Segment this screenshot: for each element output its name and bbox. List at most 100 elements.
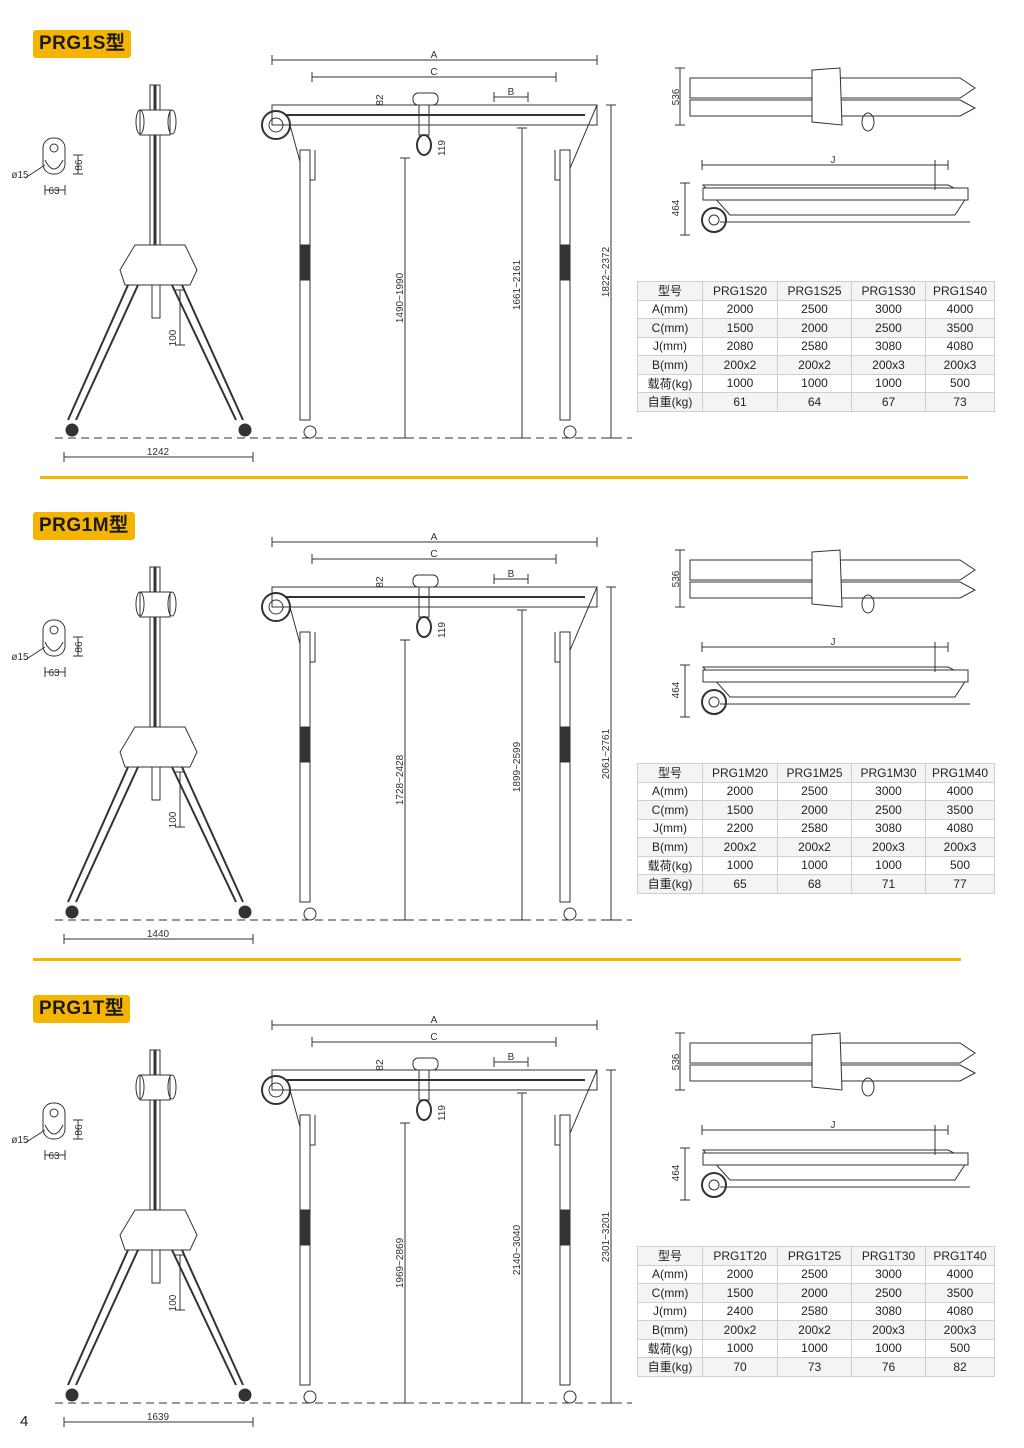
dimension-label: 119 [437,622,448,638]
table-cell: 2080 [702,336,778,356]
table-cell: 自重(kg) [637,392,703,412]
table-cell: 200x3 [851,837,926,857]
table-cell: 200x3 [925,1320,995,1340]
folded-side-view [680,642,970,718]
dimension-label: B [508,1052,515,1063]
table-cell: 76 [851,1357,926,1377]
dimension-label: ø15 [11,652,29,663]
table-cell: A(mm) [637,781,703,801]
table-header-cell: PRG1M30 [851,763,926,783]
dimension-label: J [831,637,836,648]
table-cell: 3080 [851,818,926,838]
folded-top-view [675,549,977,614]
dimension-label: 536 [671,570,682,587]
dimension-label: A [431,1015,438,1026]
dimension-label: B [508,569,515,580]
table-cell: 77 [925,874,995,894]
dimension-label: 119 [437,1105,448,1121]
table-cell: 4000 [925,1264,995,1284]
table-cell: 2500 [777,299,852,319]
folded-side-view [680,160,970,236]
table-cell: 4000 [925,781,995,801]
table-cell: 4080 [925,1301,995,1321]
dimension-label: 86 [74,1124,85,1136]
folded-top-view [675,1032,977,1097]
dimension-label: C [430,549,437,560]
table-header-cell: PRG1T40 [925,1246,995,1266]
table-cell: 2000 [702,1264,778,1284]
table-cell: 1500 [702,318,778,338]
table-header-cell: 型号 [637,1246,703,1266]
table-cell: C(mm) [637,1283,703,1303]
model-title-badge: PRG1M型 [33,512,135,540]
folded-side-view [680,1125,970,1201]
table-cell: 1000 [777,855,852,875]
dimension-label: A [431,532,438,543]
table-cell: 200x2 [702,355,778,375]
table-cell: 3000 [851,781,926,801]
table-cell: 载荷(kg) [637,855,703,875]
table-cell: 载荷(kg) [637,1338,703,1358]
dimension-label: 2061~2761 [601,728,612,779]
section-divider [33,958,961,961]
dimension-label: 464 [671,681,682,698]
table-cell: 1000 [777,1338,852,1358]
table-cell: 1000 [851,1338,926,1358]
page-number: 4 [20,1413,29,1430]
pulley-detail [24,619,83,677]
table-cell: 61 [702,392,778,412]
table-header-cell: PRG1M40 [925,763,995,783]
folded-top-view [675,67,977,132]
table-cell: 4000 [925,299,995,319]
dimension-label: 1661~2161 [512,259,523,310]
table-header-cell: PRG1T20 [702,1246,778,1266]
table-cell: 500 [925,855,995,875]
dimension-label: 1728~2428 [395,754,406,805]
pulley-detail [24,1102,83,1160]
table-cell: 200x2 [777,355,852,375]
table-cell: B(mm) [637,837,703,857]
model-title-badge: PRG1S型 [33,30,132,58]
table-cell: 200x3 [851,355,926,375]
table-cell: 2500 [777,781,852,801]
table-cell: 2000 [777,800,852,820]
dimension-label: 464 [671,1164,682,1181]
table-cell: 2000 [702,299,778,319]
table-cell: J(mm) [637,336,703,356]
table-header-cell: PRG1S20 [702,281,778,301]
front-view-drawing [55,1020,632,1404]
table-cell: 自重(kg) [637,1357,703,1377]
table-header-cell: PRG1M20 [702,763,778,783]
table-cell: 200x2 [702,1320,778,1340]
table-cell: 200x3 [851,1320,926,1340]
table-cell: 自重(kg) [637,874,703,894]
dimension-label: J [831,155,836,166]
dimension-label: 63 [48,668,60,679]
dimension-label: 86 [74,159,85,171]
dimension-label: 1440 [147,929,170,940]
table-header-cell: 型号 [637,281,703,301]
table-cell: J(mm) [637,818,703,838]
table-header-cell: PRG1T25 [777,1246,852,1266]
table-cell: 1000 [702,1338,778,1358]
dimension-label: 1490~1990 [395,272,406,323]
dimension-label: 63 [48,186,60,197]
dimension-label: 536 [671,1053,682,1070]
